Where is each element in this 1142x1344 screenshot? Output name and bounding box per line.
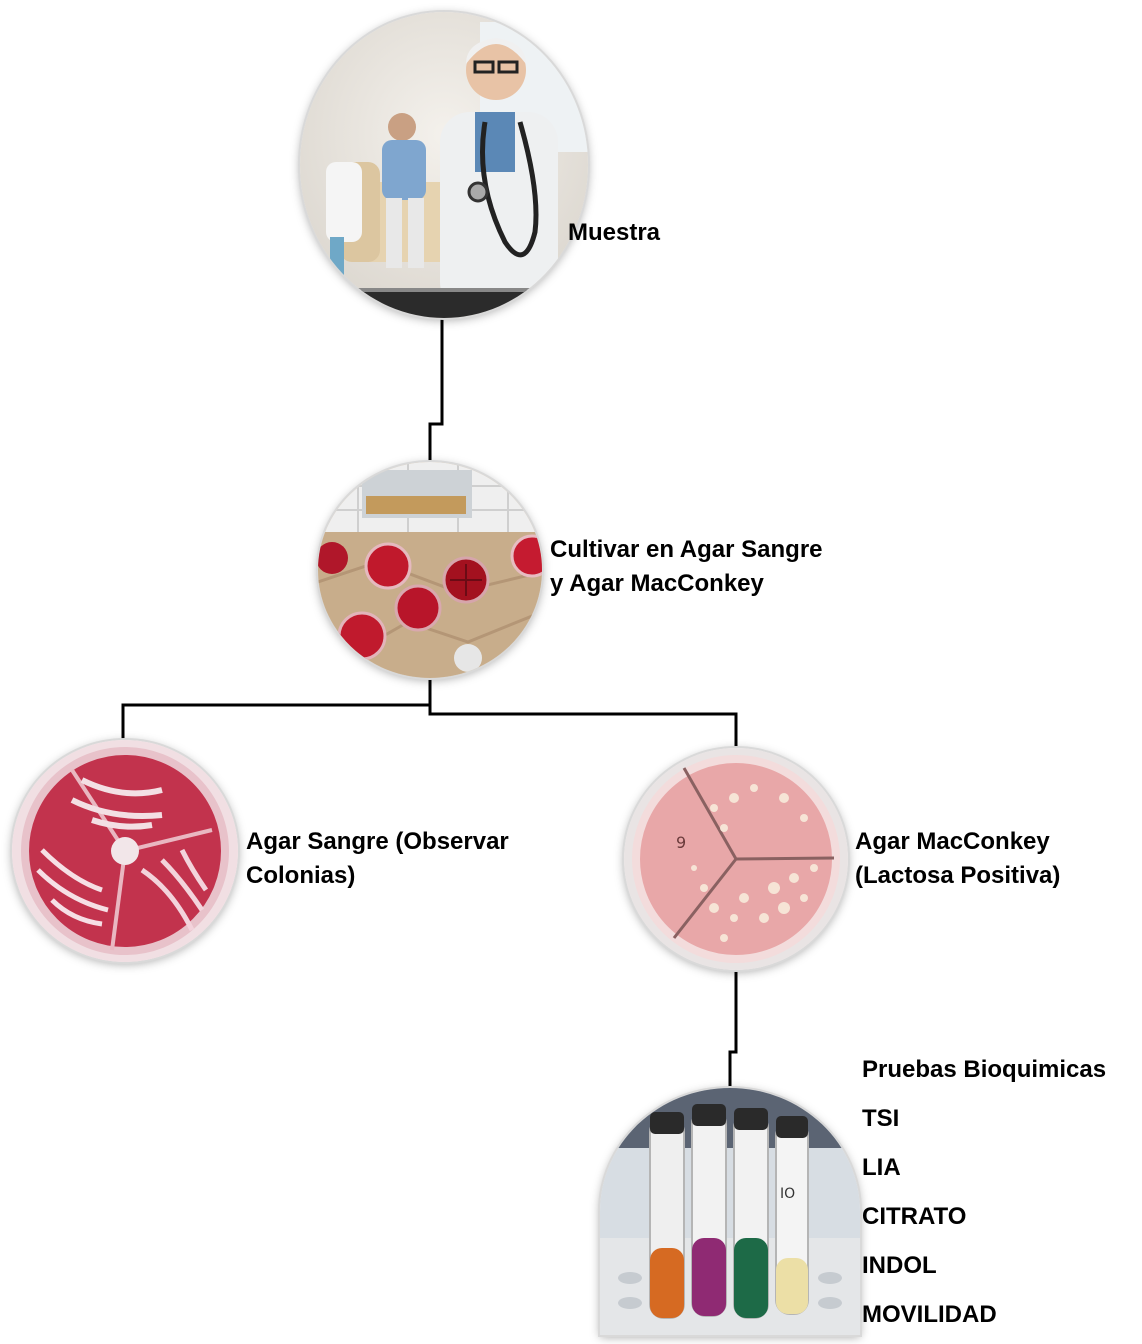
connector-muestra-cultivo <box>430 318 442 462</box>
test-movilidad: MOVILIDAD <box>862 1295 1106 1344</box>
svg-text:IO: IO <box>780 1186 795 1202</box>
cultivo-image <box>318 462 542 678</box>
agar-sangre-label: Agar Sangre (Observar Colonias) <box>246 825 509 893</box>
agar-macconkey-image: 9 <box>624 748 848 970</box>
test-indol: INDOL <box>862 1246 1106 1295</box>
bioquimicas-title: Pruebas Bioquimicas <box>862 1050 1106 1099</box>
connector-macconkey-bioquimicas <box>730 970 736 1088</box>
muestra-label: Muestra <box>568 216 660 250</box>
bioquimicas-image: IO <box>600 1088 860 1335</box>
test-tsi: TSI <box>862 1099 1106 1148</box>
muestra-image <box>300 12 588 318</box>
bioquimicas-test-list: Pruebas Bioquimicas TSI LIA CITRATO INDO… <box>862 1050 1106 1344</box>
svg-text:9: 9 <box>676 833 686 852</box>
test-citrato: CITRATO <box>862 1197 1106 1246</box>
connector-cultivo-agar-macconkey <box>430 705 736 748</box>
agar-macconkey-label: Agar MacConkey (Lactosa Positiva) <box>855 825 1060 893</box>
connector-cultivo-agar-sangre <box>123 678 430 740</box>
agar-sangre-image <box>12 740 238 962</box>
cultivo-label: Cultivar en Agar Sangre y Agar MacConkey <box>550 533 823 601</box>
test-lia: LIA <box>862 1148 1106 1197</box>
